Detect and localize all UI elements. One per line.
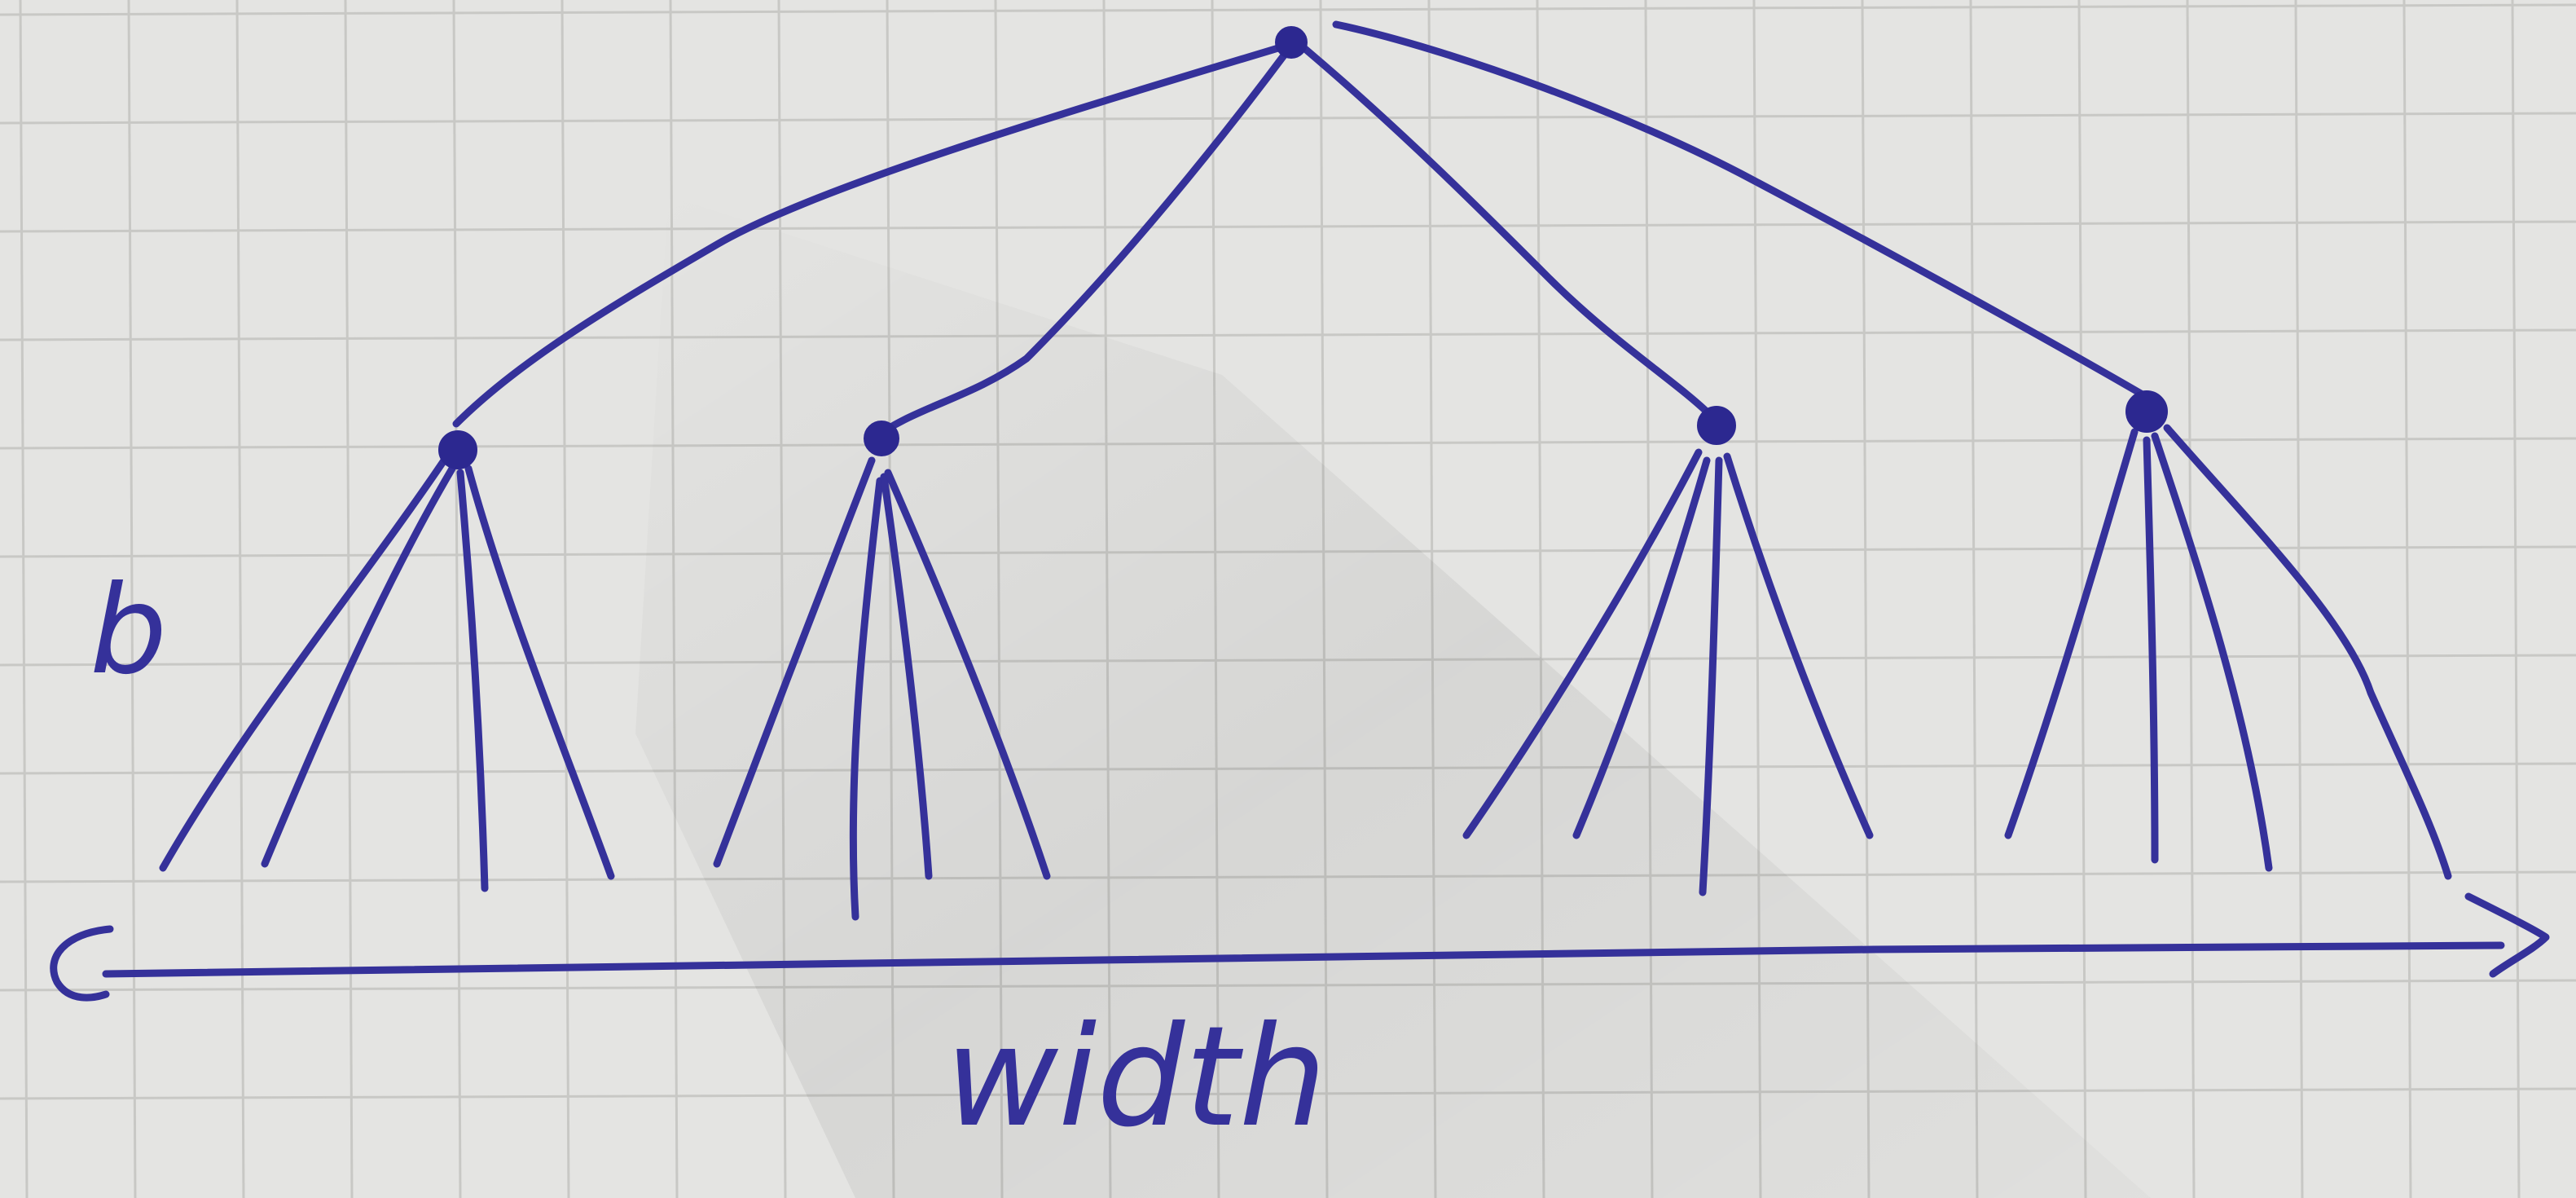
tree-nodes (438, 26, 2168, 469)
leaf-edge (1572, 456, 1711, 839)
grid-line-vertical (1969, 0, 1979, 1198)
width-arrow-line (102, 941, 2505, 978)
child-node-4 (2125, 390, 2168, 433)
leaf-edge (1723, 452, 1874, 839)
width-arrow-head-left (50, 925, 114, 1002)
leaf-edge (849, 477, 884, 921)
edge-root-child-3 (1301, 45, 1715, 420)
edge-root-child-4 (1332, 20, 2155, 403)
leaf-edge (261, 465, 456, 868)
leaf-edge (1462, 448, 1703, 839)
grid-line-vertical (235, 0, 245, 1198)
child-node-3 (1697, 406, 1736, 445)
leaf-edge (456, 469, 489, 892)
width-arrow (50, 892, 2550, 1002)
leaf-edge (2004, 428, 2139, 839)
root-edges (452, 20, 2155, 444)
leaf-edge (464, 465, 615, 880)
leaf-edges-group-3 (1462, 448, 1874, 896)
child-node-2 (864, 421, 899, 456)
leaf-edge (2163, 424, 2452, 880)
grid-line-vertical (19, 0, 29, 1198)
leaf-edge (884, 469, 1051, 880)
width-arrow-head-right (2464, 892, 2550, 978)
branching-factor-label: b (90, 560, 167, 702)
grid-line-vertical (2186, 0, 2196, 1198)
width-label: width (945, 997, 1327, 1158)
grid-line-vertical (560, 0, 570, 1198)
edge-root-child-2 (868, 45, 1293, 444)
grid-line-horizontal (0, 220, 2576, 233)
leaf-edge (2143, 436, 2159, 864)
leaf-edges-group-2 (713, 456, 1051, 921)
grid-line-vertical (2511, 0, 2521, 1198)
leaf-edges-group-4 (2004, 424, 2452, 880)
grid-line-vertical (452, 0, 462, 1198)
leaf-edge (2151, 432, 2273, 872)
grid-line-horizontal (0, 112, 2576, 125)
edge-root-child-1 (452, 38, 1301, 428)
grid-line-vertical (2402, 0, 2412, 1198)
leaf-edge (1699, 456, 1723, 896)
leaf-edges-group-1 (159, 456, 615, 892)
grid-line-vertical (2294, 0, 2304, 1198)
leaf-edge (713, 456, 876, 868)
grid-line-horizontal (0, 328, 2576, 341)
leaf-edge (159, 456, 448, 872)
grid-line-vertical (127, 0, 137, 1198)
grid-line-horizontal (0, 3, 2576, 16)
leaf-edge (880, 473, 933, 880)
child-node-1 (438, 430, 477, 469)
root-node (1275, 26, 1308, 59)
